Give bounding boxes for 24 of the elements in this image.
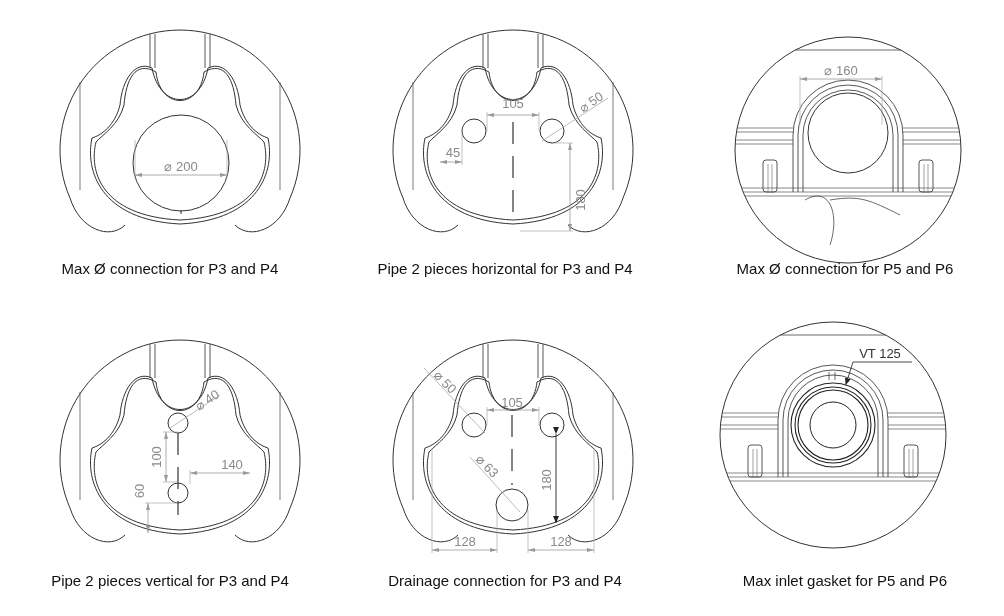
dimension-value: ⌀ 63 (473, 452, 501, 480)
callout-label: VT 125 (859, 346, 901, 360)
dimension-value: ⌀ 50 (576, 89, 606, 115)
dimension-value: ⌀ 200 (164, 159, 198, 173)
dimension-value: ⌀ 160 (824, 63, 858, 77)
dimension-value: 180 (573, 189, 587, 211)
dimension-value: 140 (221, 457, 243, 471)
dimension-value: 128 (454, 534, 476, 548)
dimension-value: 128 (550, 534, 572, 548)
dimension-value: 60 (132, 483, 146, 499)
caption: Pipe 2 pieces vertical for P3 and P4 (51, 572, 289, 588)
dimension-value: 180 (539, 469, 553, 491)
caption: Pipe 2 pieces horizontal for P3 and P4 (377, 260, 633, 276)
dimension-value: 45 (445, 145, 461, 159)
dimension-value: ⌀ 50 (431, 368, 459, 396)
dimension-value: ⌀ 40 (192, 387, 222, 413)
dimension-value: 100 (149, 446, 163, 468)
dimension-value: 105 (502, 96, 524, 110)
caption: Max Ø connection for P5 and P6 (736, 260, 954, 276)
caption: Max inlet gasket for P5 and P6 (742, 572, 948, 588)
caption: Drainage connection for P3 and P4 (388, 572, 622, 588)
dimension-value: 105 (501, 395, 523, 409)
caption: Max Ø connection for P3 and P4 (61, 260, 279, 276)
gasket-ring (790, 382, 876, 468)
